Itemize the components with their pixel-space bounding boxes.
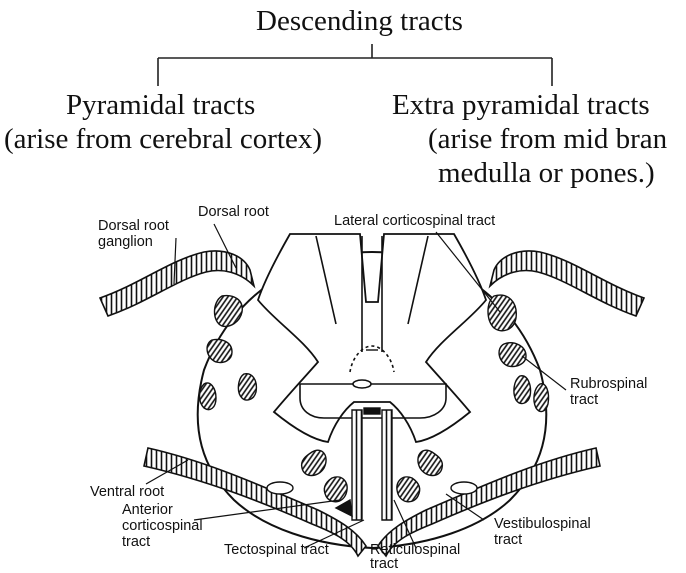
label-dorsal-root: Dorsal root — [198, 204, 269, 220]
label-vestibulospinal-2: tract — [494, 532, 522, 548]
label-vestibulospinal-1: Vestibulospinal — [494, 516, 591, 532]
label-anterior-corticospinal-2: corticospinal — [122, 518, 203, 534]
heading-bracket — [158, 44, 552, 86]
central-canal — [353, 380, 371, 388]
label-rubrospinal-1: Rubrospinal — [570, 376, 647, 392]
label-anterior-corticospinal-1: Anterior — [122, 502, 173, 518]
label-tectospinal-tract: Tectospinal tract — [224, 542, 329, 558]
label-rubrospinal-2: tract — [570, 392, 598, 408]
label-dorsal-root-ganglion-1: Dorsal root — [98, 218, 169, 234]
label-reticulospinal-2: tract — [370, 556, 398, 572]
label-dorsal-root-ganglion-2: ganglion — [98, 234, 153, 250]
label-lateral-corticospinal-tract: Lateral corticospinal tract — [334, 213, 495, 229]
label-anterior-corticospinal-3: tract — [122, 534, 150, 550]
label-ventral-root: Ventral root — [90, 484, 164, 500]
